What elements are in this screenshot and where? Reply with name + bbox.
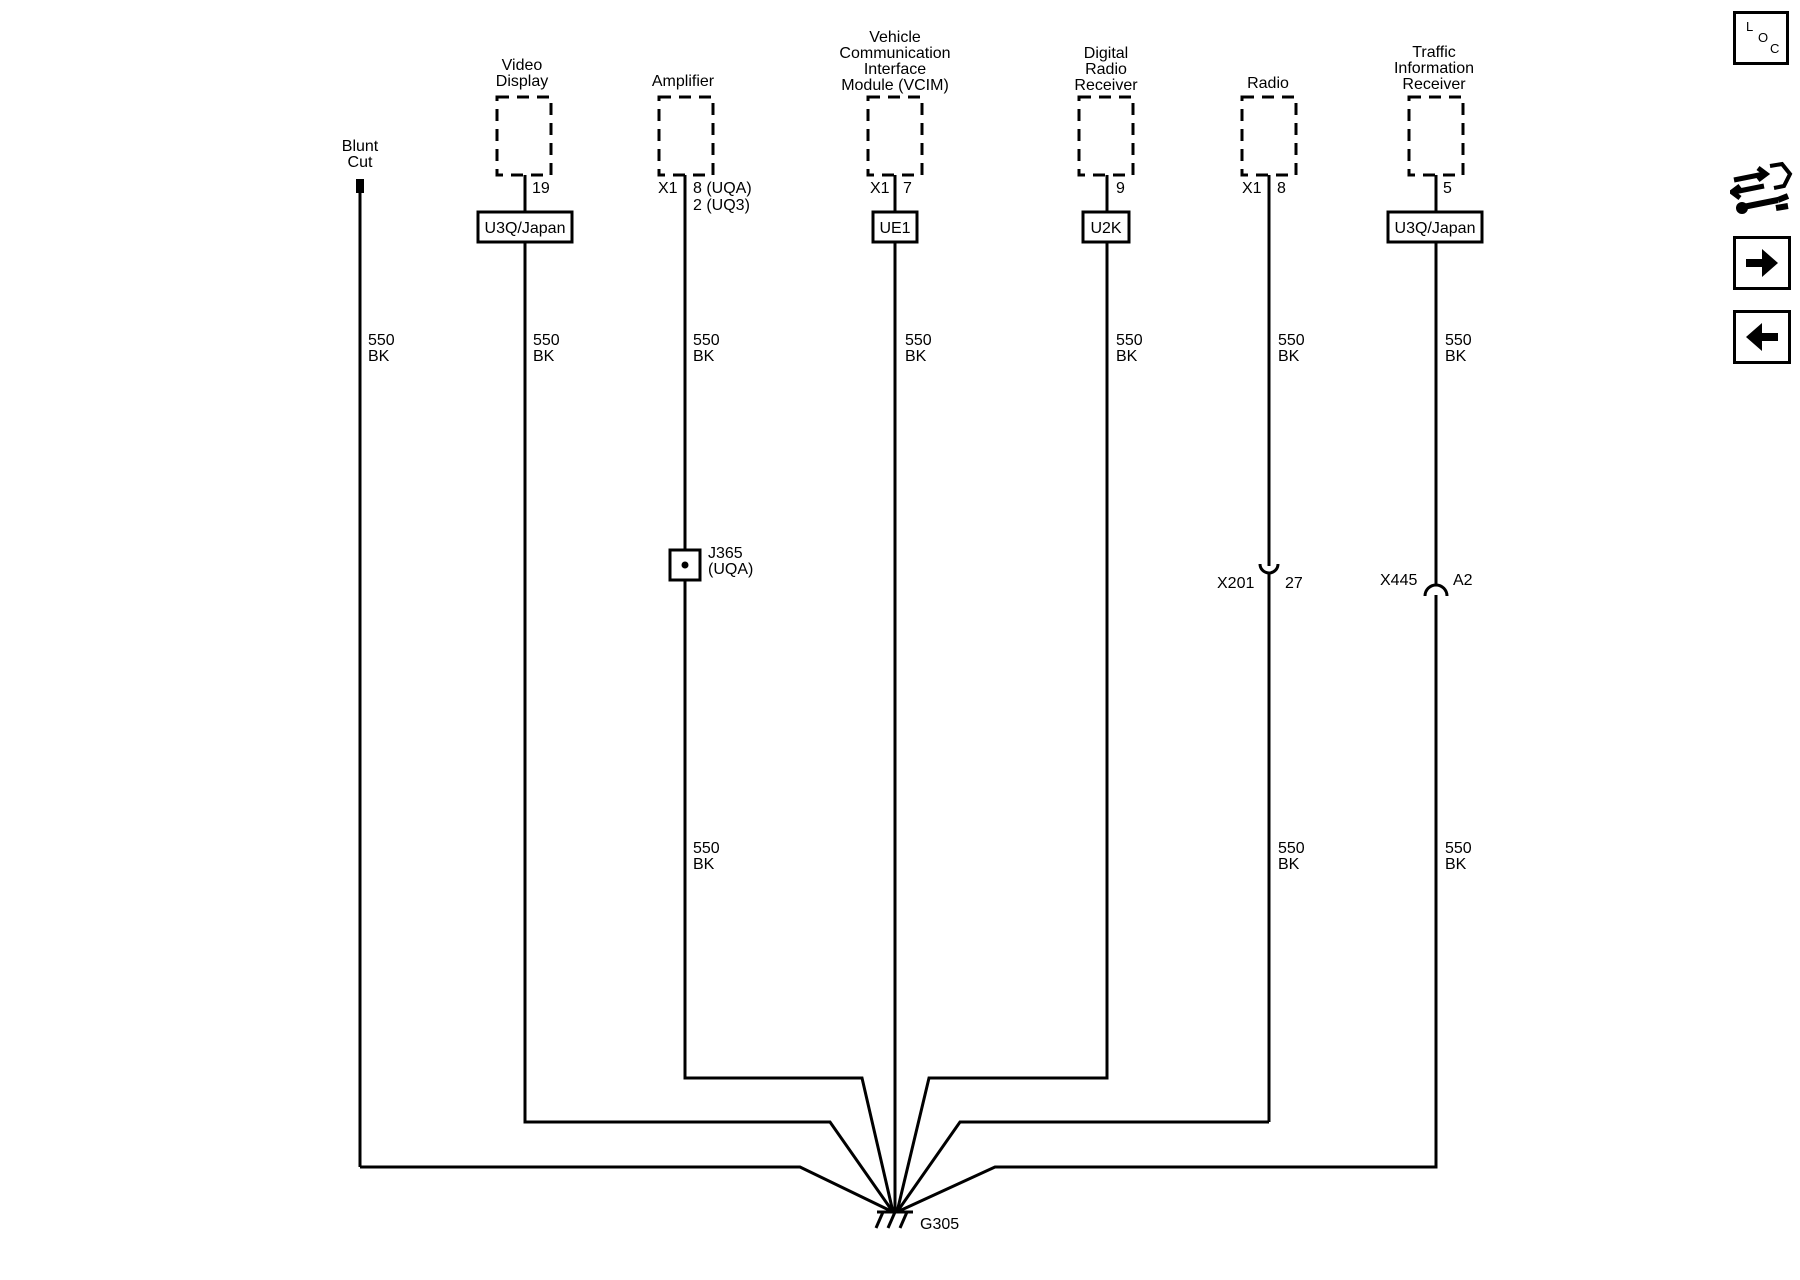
x201-connector-name: X201 <box>1217 575 1254 592</box>
arrow-left-graphic <box>1746 323 1778 351</box>
traffic-receiver-component <box>1407 95 1465 177</box>
radio-connector: X1 <box>1242 180 1262 197</box>
x445-connector-name: X445 <box>1380 572 1417 589</box>
digital-radio-wire-color: BK <box>1116 348 1138 365</box>
traffic-receiver-lower-wire-color: BK <box>1445 856 1467 873</box>
radio-pin: 8 <box>1277 180 1286 197</box>
ground-name: G305 <box>920 1216 959 1233</box>
arrow-left-icon[interactable] <box>1733 310 1791 364</box>
x445-female-terminal <box>1423 583 1449 597</box>
amplifier-lower-wire-color: BK <box>693 856 715 873</box>
video-display-wire-circuit: 550 <box>533 332 560 349</box>
vcim-label-1: Vehicle <box>869 29 921 46</box>
amplifier-connector: X1 <box>658 180 678 197</box>
traffic-receiver-label-1: Traffic <box>1412 44 1456 61</box>
traffic-receiver-wire-color: BK <box>1445 348 1467 365</box>
connector-wrench-graphic <box>1727 161 1793 214</box>
vcim-wire-color: BK <box>905 348 927 365</box>
traffic-receiver-wire-lower <box>896 608 1438 1214</box>
traffic-receiver-lower-wire-circuit: 550 <box>1445 840 1472 857</box>
ground-hatch-2 <box>886 1211 897 1229</box>
digital-radio-wire <box>895 242 1109 1213</box>
vcim-option: UE1 <box>879 220 910 237</box>
vcim-wire-circuit: 550 <box>905 332 932 349</box>
blunt-cut-label-1: Blunt <box>342 138 379 155</box>
blunt-cut-wire-to-ground <box>360 1165 894 1214</box>
vcim-connector: X1 <box>870 180 890 197</box>
digital-radio-label-1: Digital <box>1084 45 1128 62</box>
video-display-pin: 19 <box>532 180 550 197</box>
radio-wire-color: BK <box>1278 348 1300 365</box>
digital-radio-pin: 9 <box>1116 180 1125 197</box>
vcim-pin: 7 <box>903 180 912 197</box>
radio-lower-wire-color: BK <box>1278 856 1300 873</box>
j365-splice-dot <box>681 561 689 569</box>
digital-radio-label-2: Radio <box>1085 61 1127 78</box>
amplifier-branch: Amplifier X1 8 (UQA) 2 (UQ3) 550 BK J365… <box>652 73 895 1213</box>
loc-letter-c: C <box>1770 41 1780 56</box>
x445-connector-pin: A2 <box>1453 572 1473 589</box>
ground-hatch-1 <box>874 1211 885 1229</box>
digital-radio-wire-circuit: 550 <box>1116 332 1143 349</box>
blunt-cut-wire-circuit: 550 <box>368 332 395 349</box>
digital-radio-option-box <box>1081 210 1131 244</box>
vcim-option-box <box>871 210 919 244</box>
connector-wrench-icon[interactable] <box>1727 160 1794 220</box>
video-display-option-box <box>476 210 574 244</box>
traffic-receiver-pin: 5 <box>1443 180 1452 197</box>
video-display-branch: Video Display 19 U3Q/Japan 550 BK <box>476 57 895 1213</box>
j365-splice-option: (UQA) <box>708 561 753 578</box>
vcim-component <box>866 95 924 177</box>
radio-wire-to-ground <box>895 1120 1269 1213</box>
digital-radio-label-3: Receiver <box>1074 77 1138 94</box>
video-display-label-1: Video <box>502 57 543 74</box>
traffic-receiver-label-3: Receiver <box>1402 76 1466 93</box>
amplifier-lower-wire-circuit: 550 <box>693 840 720 857</box>
radio-component <box>1240 95 1298 177</box>
vcim-label-4: Module (VCIM) <box>841 77 949 94</box>
blunt-cut-terminal <box>356 179 364 193</box>
radio-label: Radio <box>1247 75 1289 92</box>
j365-splice-name: J365 <box>708 545 743 562</box>
vcim-label-3: Interface <box>864 61 926 78</box>
blunt-cut-label-2: Cut <box>348 154 373 171</box>
digital-radio-branch: Digital Radio Receiver 9 U2K 550 BK <box>895 45 1143 1213</box>
radio-branch: Radio X1 8 X201 27 550 BK 550 BK <box>895 75 1305 1213</box>
amplifier-component <box>657 95 715 177</box>
traffic-receiver-branch: Traffic Information Receiver 5 U3Q/Japan… <box>896 44 1484 1214</box>
traffic-receiver-wire-circuit: 550 <box>1445 332 1472 349</box>
radio-lower-wire-circuit: 550 <box>1278 840 1305 857</box>
loc-letter-l: L <box>1746 19 1754 34</box>
blunt-cut-branch: Blunt Cut 550 BK <box>342 138 395 1167</box>
arrow-right-graphic <box>1746 249 1778 277</box>
amplifier-wire-color: BK <box>693 348 715 365</box>
arrow-right-icon[interactable] <box>1733 236 1791 290</box>
amplifier-pin-2: 2 (UQ3) <box>693 197 750 214</box>
vcim-label-2: Communication <box>839 45 950 62</box>
traffic-receiver-option-box <box>1386 210 1484 244</box>
ground-g305: G305 <box>874 1210 959 1233</box>
digital-radio-option: U2K <box>1090 220 1121 237</box>
traffic-receiver-label-2: Information <box>1394 60 1474 77</box>
x201-connector-pin: 27 <box>1285 575 1303 592</box>
video-display-label-2: Display <box>496 73 548 90</box>
amplifier-pin-1: 8 (UQA) <box>693 180 752 197</box>
amplifier-wire-circuit: 550 <box>693 332 720 349</box>
loc-letter-o: O <box>1758 30 1769 45</box>
ground-hatch-3 <box>898 1211 909 1229</box>
location-icon[interactable]: L O C <box>1733 11 1789 65</box>
traffic-receiver-option: U3Q/Japan <box>1395 220 1476 237</box>
vcim-branch: Vehicle Communication Interface Module (… <box>839 29 951 1212</box>
amplifier-wire <box>683 175 895 1213</box>
video-display-option: U3Q/Japan <box>485 220 566 237</box>
radio-wire-circuit: 550 <box>1278 332 1305 349</box>
digital-radio-component <box>1077 95 1135 177</box>
amplifier-label: Amplifier <box>652 73 715 90</box>
video-display-component <box>495 95 553 177</box>
video-display-wire-color: BK <box>533 348 555 365</box>
blunt-cut-wire-color: BK <box>368 348 390 365</box>
video-display-wire <box>523 242 895 1213</box>
